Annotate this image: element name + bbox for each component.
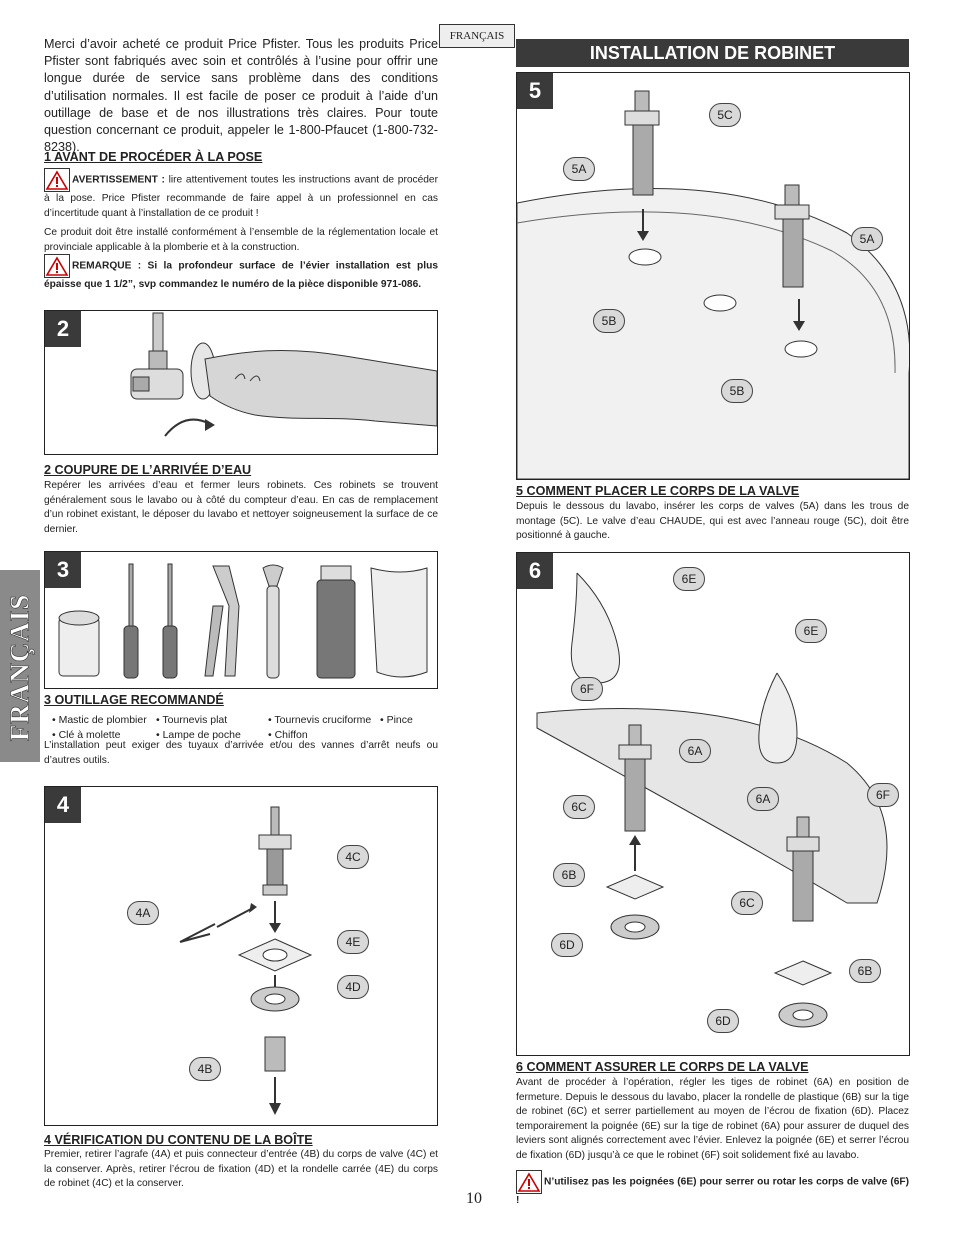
tools-illustration bbox=[58, 563, 428, 679]
tool-item: • Clé à molette bbox=[52, 729, 121, 741]
tool-item: • Pince bbox=[380, 714, 413, 726]
callout-6e: 6E bbox=[795, 619, 827, 643]
tool-item: • Lampe de poche bbox=[156, 729, 241, 741]
figure-6-securing: 6 6E 6E 6F 6F 6A 6A 6C 6C 6B 6B 6D 6D bbox=[516, 552, 910, 1056]
section5-text: Depuis le dessous du lavabo, insérer les… bbox=[516, 501, 909, 542]
figure-number: 2 bbox=[45, 311, 81, 347]
callout-4c: 4C bbox=[337, 845, 369, 869]
figure-2-shutoff: 2 bbox=[44, 310, 438, 455]
figure-5-placement: 5 5C 5A 5A 5B 5B bbox=[516, 72, 911, 480]
callout-5b: 5B bbox=[593, 309, 625, 333]
section1-warning: AVERTISSEMENT : lire attentivement toute… bbox=[44, 168, 438, 221]
section4-text: Premier, retirer l’agrafe (4A) et puis c… bbox=[44, 1149, 438, 1190]
tool-item: • Chiffon bbox=[268, 729, 308, 741]
section4-title: 4 VÉRIFICATION DU CONTENU DE LA BOÎTE bbox=[44, 1133, 313, 1147]
warning-icon bbox=[44, 254, 70, 278]
side-language-tab: FRANÇAIS bbox=[0, 570, 40, 762]
callout-6f: 6F bbox=[867, 783, 899, 807]
figure-number: 5 bbox=[517, 73, 553, 109]
section3-title: 3 OUTILLAGE RECOMMANDÉ bbox=[44, 693, 224, 707]
warning-text: N’utilisez pas les poignées (6E) pour se… bbox=[516, 1176, 909, 1206]
section-banner: INSTALLATION DE ROBINET bbox=[516, 39, 909, 67]
section2-title: 2 COUPURE DE L’ARRIVÉE D’EAU bbox=[44, 463, 252, 477]
callout-6d: 6D bbox=[551, 933, 583, 957]
side-tab-label: FRANÇAIS bbox=[4, 593, 35, 742]
callout-6e: 6E bbox=[673, 567, 705, 591]
warning-icon bbox=[44, 168, 70, 192]
callout-6a: 6A bbox=[747, 787, 779, 811]
section1-title: 1 AVANT DE PROCÉDER À LA POSE bbox=[44, 150, 263, 164]
callout-6b: 6B bbox=[553, 863, 585, 887]
intro-paragraph: Merci d’avoir acheté ce produit Price Pf… bbox=[44, 37, 438, 155]
warning-icon bbox=[516, 1170, 542, 1194]
callout-6c: 6C bbox=[563, 795, 595, 819]
figure-number: 3 bbox=[45, 552, 81, 588]
section6-text: Avant de procéder à l’opération, régler … bbox=[516, 1077, 909, 1161]
callout-5b: 5B bbox=[721, 379, 753, 403]
callout-5a: 5A bbox=[563, 157, 595, 181]
tool-item: • Mastic de plombier bbox=[52, 714, 147, 726]
callout-4a: 4A bbox=[127, 901, 159, 925]
warning-text: lire attentivement toutes les instructio… bbox=[44, 174, 438, 219]
section6-title: 6 COMMENT ASSURER LE CORPS DE LA VALVE bbox=[516, 1060, 809, 1074]
callout-4d: 4D bbox=[337, 975, 369, 999]
tool-item: • Tournevis plat bbox=[156, 714, 228, 726]
callout-4b: 4B bbox=[189, 1057, 221, 1081]
section5-title: 5 COMMENT PLACER LE CORPS DE LA VALVE bbox=[516, 484, 800, 498]
page-number: 10 bbox=[466, 1190, 482, 1207]
callout-4e: 4E bbox=[337, 930, 369, 954]
box-contents-illustration bbox=[179, 806, 313, 1115]
callout-6c: 6C bbox=[731, 891, 763, 915]
placement-illustration bbox=[516, 90, 911, 480]
shutoff-valve-illustration bbox=[130, 312, 438, 437]
note-text: REMARQUE : Si la profondeur surface de l… bbox=[44, 260, 438, 290]
figure-4-box-contents: 4 4A 4C 4E 4D 4B bbox=[44, 786, 438, 1126]
language-tag: FRANÇAIS bbox=[439, 24, 515, 48]
section2-text: Repérer les arrivées d’eau et fermer leu… bbox=[44, 480, 438, 535]
callout-5a: 5A bbox=[851, 227, 883, 251]
callout-6d: 6D bbox=[707, 1009, 739, 1033]
securing-illustration bbox=[536, 572, 888, 1028]
section6-warning: N’utilisez pas les poignées (6E) pour se… bbox=[516, 1170, 909, 1209]
section1-code-text: Ce produit doit être installé conforméme… bbox=[44, 227, 438, 253]
callout-6f: 6F bbox=[571, 677, 603, 701]
callout-5c: 5C bbox=[709, 103, 741, 127]
tool-item: • Tournevis cruciforme bbox=[268, 714, 372, 726]
section3-text: L’installation peut exiger des tuyaux d’… bbox=[44, 740, 438, 766]
callout-6a: 6A bbox=[679, 739, 711, 763]
warning-label: AVERTISSEMENT : bbox=[72, 174, 165, 186]
section1-note: REMARQUE : Si la profondeur surface de l… bbox=[44, 254, 438, 293]
callout-6b: 6B bbox=[849, 959, 881, 983]
figure-3-tools: 3 bbox=[44, 551, 438, 689]
figure-number: 4 bbox=[45, 787, 81, 823]
figure-number: 6 bbox=[517, 553, 553, 589]
